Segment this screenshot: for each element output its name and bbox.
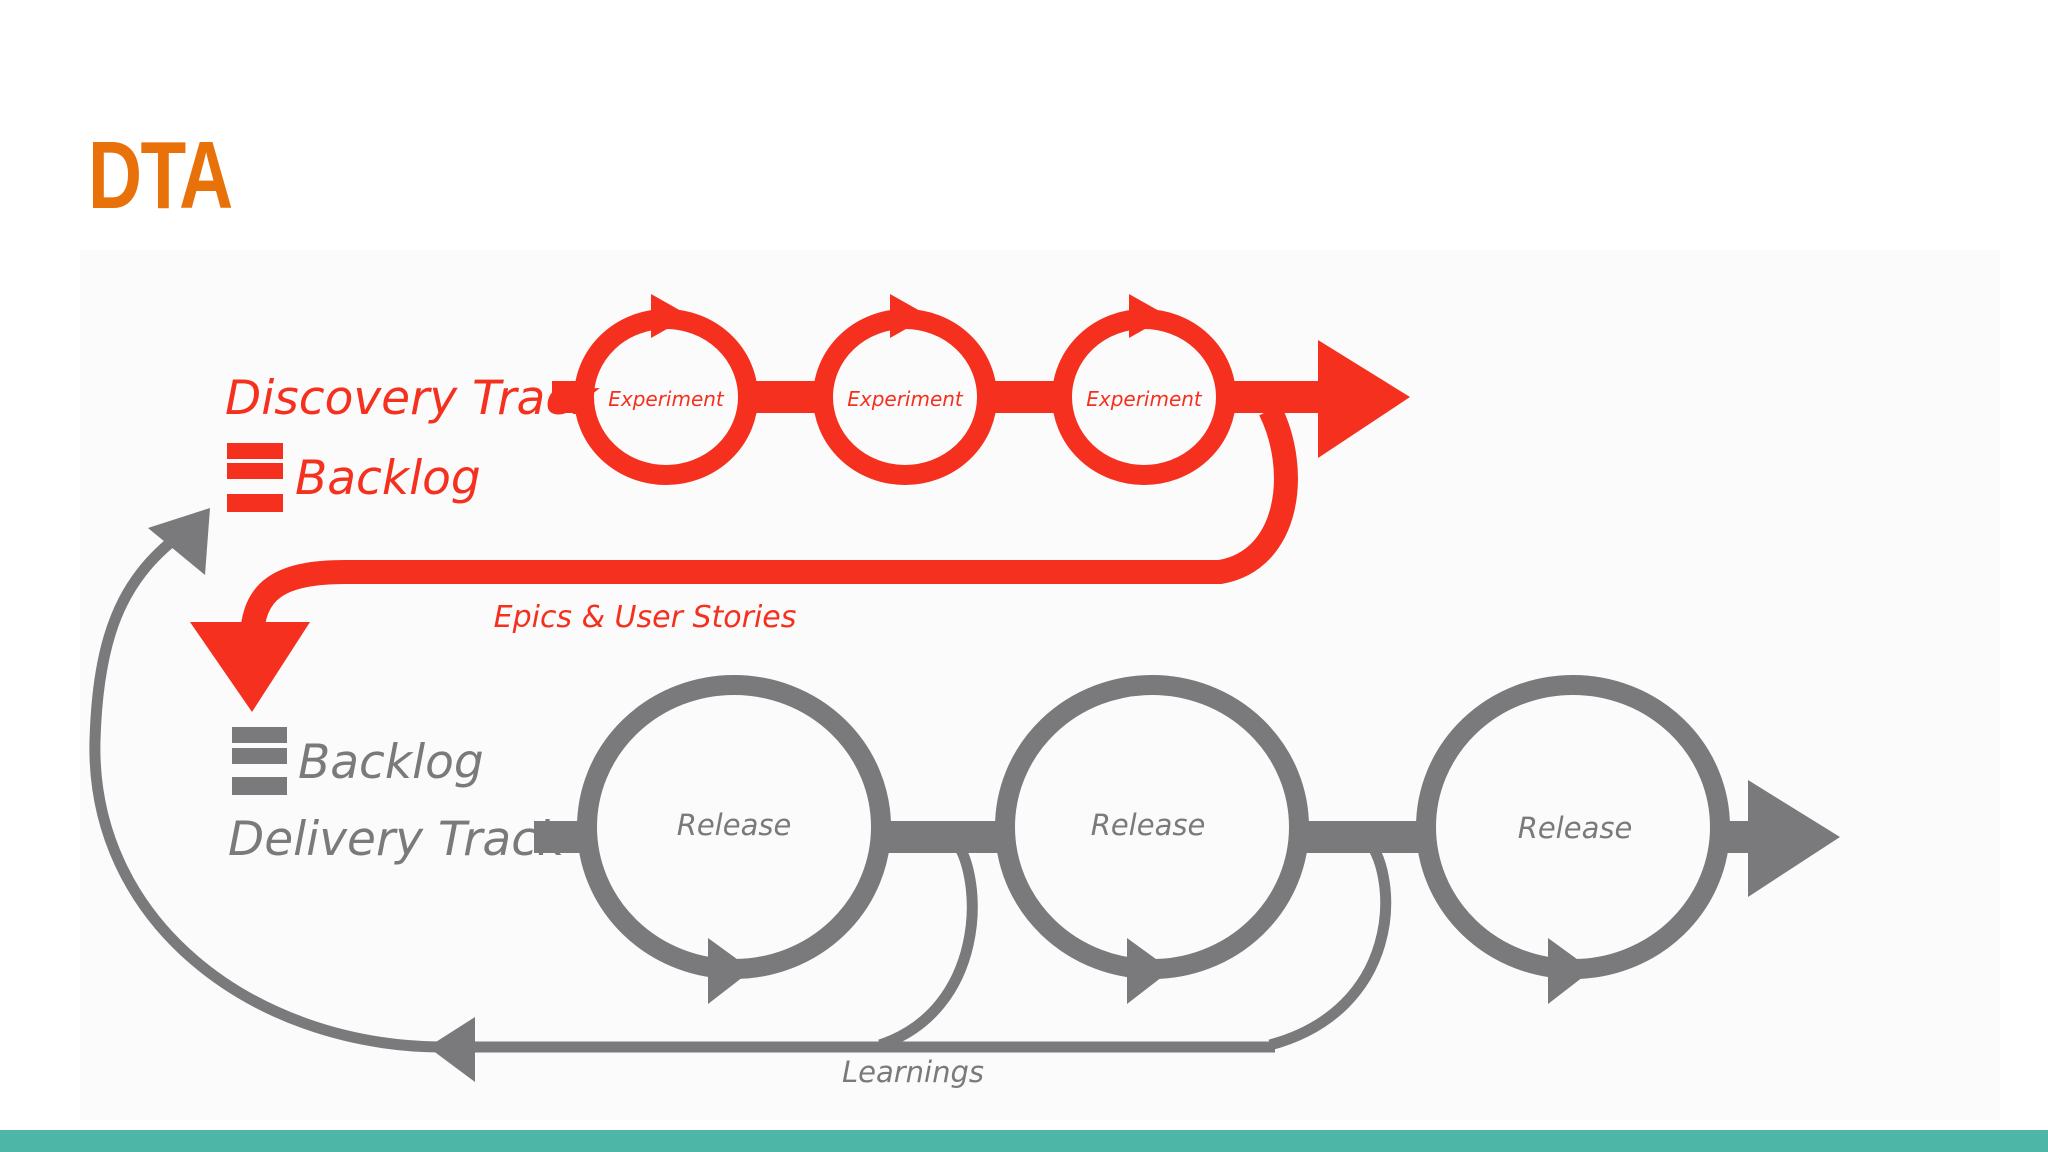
handoff-label: Epics & User Stories	[494, 600, 797, 635]
footer-accent-bar	[0, 1130, 2048, 1152]
experiment-loop-arrowhead	[1129, 294, 1168, 338]
experiment-loop-3	[1052, 294, 1236, 485]
delivery-backlog-label: Backlog	[298, 735, 484, 790]
discovery-backlog-icon	[227, 443, 283, 512]
experiment-label-3: Experiment	[1086, 387, 1203, 411]
learnings-arrowhead	[428, 1017, 475, 1082]
experiment-loop-arrowhead	[651, 294, 690, 338]
learnings-loop-2	[1268, 836, 1392, 1051]
learnings-return-arc	[89, 530, 441, 1053]
delivery-track-start-stub	[534, 821, 574, 853]
discovery-backlog-label: Backlog	[295, 451, 481, 506]
release-loop-3	[1416, 675, 1730, 1004]
delivery-track-label: Delivery Track	[228, 812, 566, 867]
handoff-path	[240, 404, 1298, 641]
experiment-label-1: Experiment	[608, 387, 725, 411]
release-label-2: Release	[1091, 808, 1206, 842]
delivery-track	[89, 508, 1840, 1082]
delivery-backlog-icon	[232, 727, 287, 795]
learnings-loop-1	[878, 836, 978, 1051]
delivery-track-arrowhead	[1748, 780, 1840, 897]
release-loop-arrowhead	[708, 938, 752, 1004]
discovery-track-arrowhead	[1318, 340, 1410, 458]
release-loop-arrowhead	[1548, 938, 1592, 1004]
release-loop-arrowhead	[1127, 938, 1171, 1004]
experiment-label-2: Experiment	[847, 387, 964, 411]
release-label-1: Release	[677, 808, 792, 842]
discovery-track	[190, 294, 1410, 712]
release-loop-2	[995, 675, 1309, 1004]
release-label-3: Release	[1518, 811, 1633, 845]
learnings-label: Learnings	[842, 1055, 984, 1089]
discovery-track-label: Discovery Track	[225, 371, 600, 426]
return-arc-arrowhead	[148, 508, 210, 575]
release-loop-1	[577, 675, 891, 1004]
experiment-loop-1	[574, 294, 758, 485]
handoff-arrowhead	[190, 622, 310, 712]
experiment-loop-2	[813, 294, 997, 485]
slide-title: DTA	[88, 122, 233, 229]
experiment-loop-arrowhead	[890, 294, 929, 338]
